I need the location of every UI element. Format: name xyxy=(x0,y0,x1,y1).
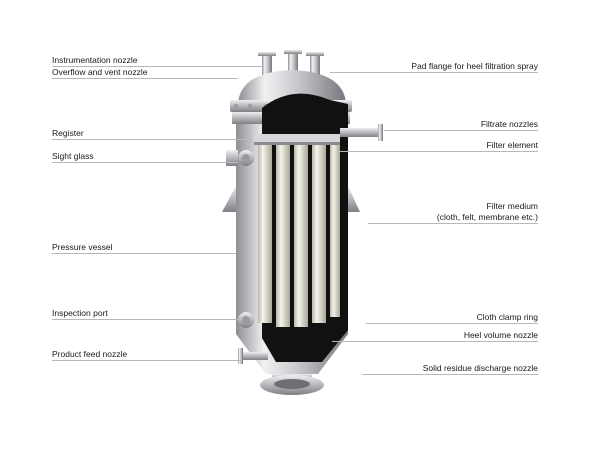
label-solid-residue-nozzle: Solid residue discharge nozzle xyxy=(422,363,538,373)
label-inspection-port: Inspection port xyxy=(52,308,108,318)
top-nozzles xyxy=(258,50,324,80)
register-plate xyxy=(254,134,340,142)
label-filter-medium: Filter medium xyxy=(486,201,538,211)
leader-line xyxy=(362,374,538,375)
leader-line xyxy=(332,341,538,342)
filter-elements xyxy=(258,145,340,327)
leader-line xyxy=(384,130,538,131)
label-product-feed-nozzle: Product feed nozzle xyxy=(52,349,128,359)
leader-line xyxy=(52,78,238,79)
leader-line xyxy=(330,72,538,73)
leader-line xyxy=(52,360,242,361)
support-lug-right xyxy=(348,186,360,212)
label-sight-glass: Sight glass xyxy=(52,151,94,161)
label-filter-element: Filter element xyxy=(486,140,539,150)
label-register: Register xyxy=(52,128,84,138)
leader-line xyxy=(52,139,252,140)
leader-line xyxy=(52,162,238,163)
label-heel-volume-nozzle: Heel volume nozzle xyxy=(463,330,538,340)
label-filtrate-nozzles: Filtrate nozzles xyxy=(480,119,538,129)
label-pad-flange: Pad flange for heel filtration spray xyxy=(411,61,538,71)
label-overflow-vent-nozzle: Overflow and vent nozzle xyxy=(52,67,148,77)
label-pressure-vessel: Pressure vessel xyxy=(52,242,113,252)
feed-nozzle-fitting xyxy=(238,348,268,364)
filtrate-nozzle-pipes xyxy=(340,124,383,141)
leader-line xyxy=(52,253,236,254)
label-cloth-clamp-ring: Cloth clamp ring xyxy=(476,312,538,322)
leader-line xyxy=(340,151,538,152)
leader-line xyxy=(366,323,538,324)
leader-line xyxy=(52,319,238,320)
leader-line xyxy=(52,66,264,67)
inspection-port-fitting xyxy=(238,312,254,328)
label-filter-medium-detail: (cloth, felt, membrane etc.) xyxy=(436,212,538,222)
upper-dome xyxy=(238,70,346,104)
support-lug-left xyxy=(222,186,236,212)
leader-line xyxy=(368,223,538,224)
label-instrumentation-nozzle: Instrumentation nozzle xyxy=(52,55,138,65)
